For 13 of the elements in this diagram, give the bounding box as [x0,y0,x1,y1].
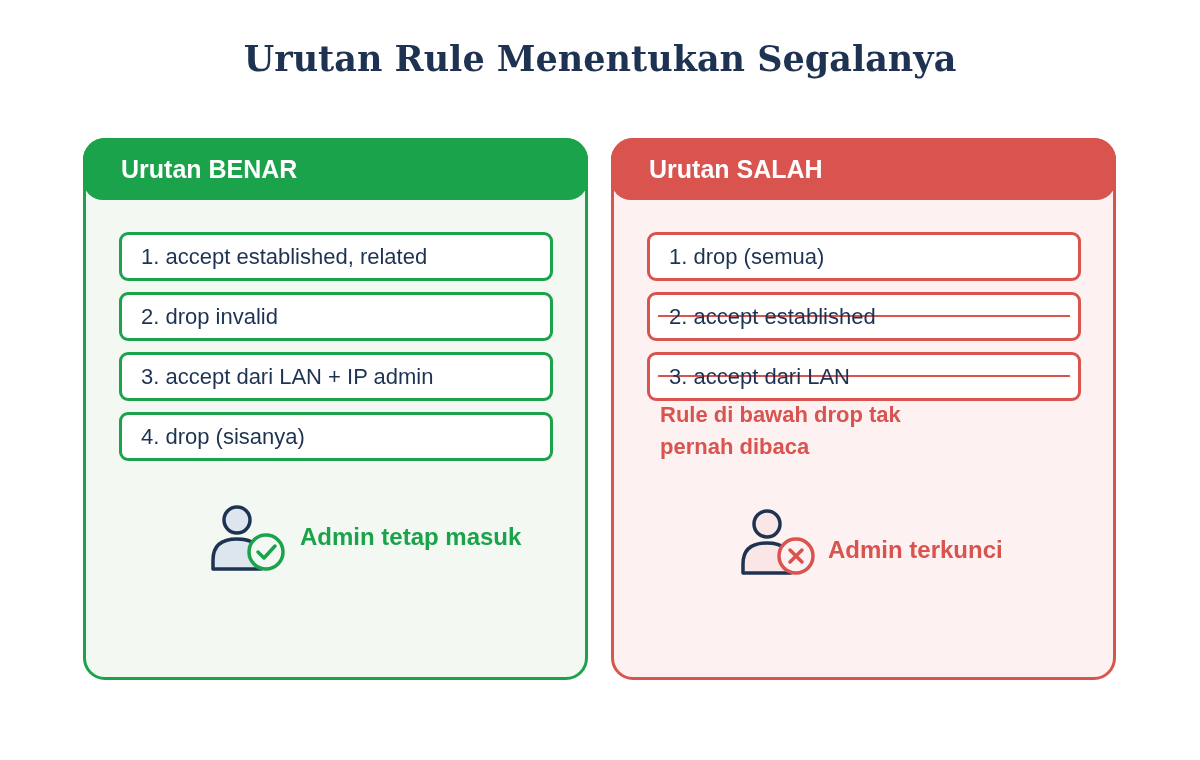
status-text: Admin terkunci [828,535,1003,565]
rule-text: 3. accept dari LAN + IP admin [141,364,434,390]
rule-panel [83,138,588,680]
panel-heading: Urutan BENAR [83,138,588,200]
rule-text: 2. drop invalid [141,304,278,330]
panel-heading: Urutan SALAH [611,138,1116,200]
note-text: Rule di bawah drop tak pernah dibaca [660,401,902,461]
diagram-title: Urutan Rule Menentukan Segalanya [243,38,957,79]
status-text: Admin tetap masuk [300,522,522,552]
rule-text: 4. drop (sisanya) [141,424,305,450]
rule-text: 1. accept established, related [141,244,428,270]
rule-text: 1. drop (semua) [669,244,825,270]
rule-panel [611,138,1116,680]
